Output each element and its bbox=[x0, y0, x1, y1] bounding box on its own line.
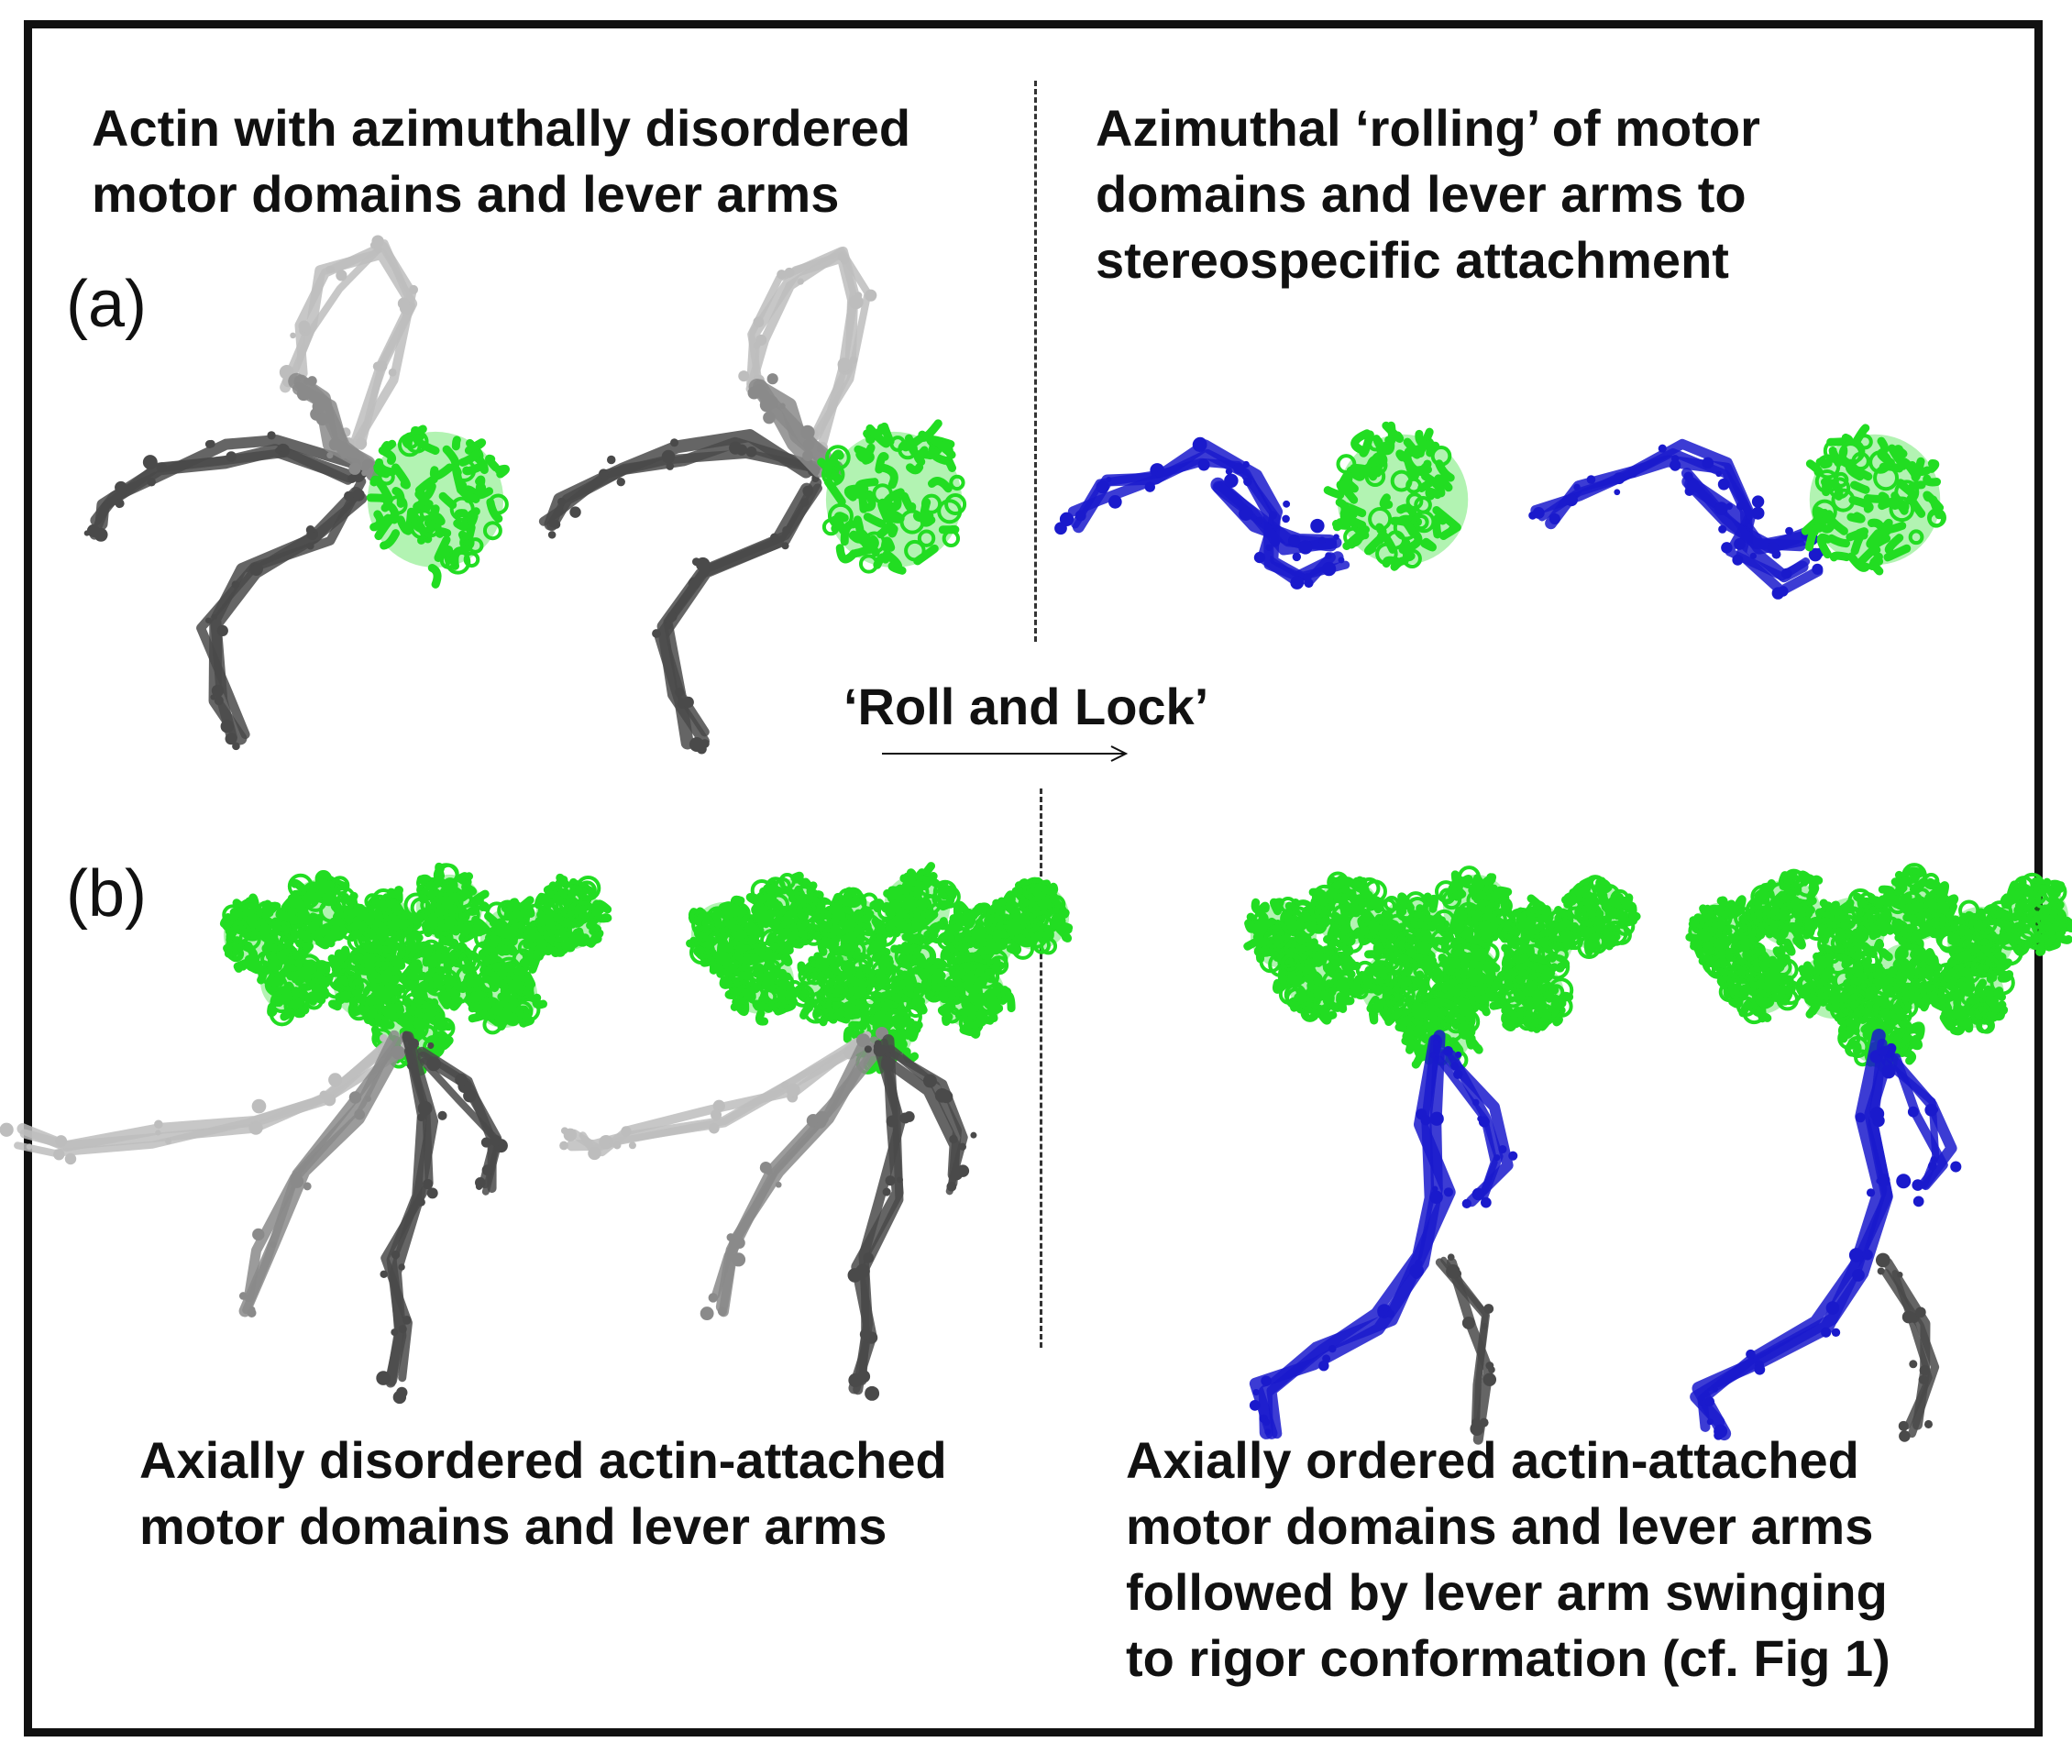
bottom-divider bbox=[1040, 788, 1042, 1348]
lever-arm-dark bbox=[406, 1042, 508, 1196]
top-right-caption: Azimuthal ‘rolling’ of motor domains and… bbox=[1096, 99, 1760, 289]
panel-a-right-structure bbox=[538, 246, 967, 755]
actin-monomer bbox=[366, 424, 510, 589]
myosin-head-ordered bbox=[1210, 468, 1342, 562]
actin-monomer bbox=[817, 419, 967, 575]
bottom-right-caption: Axially ordered actin-attached motor dom… bbox=[1126, 1431, 1890, 1687]
myosin-head-ordered bbox=[1054, 436, 1350, 590]
panel-a-label: (a) bbox=[66, 268, 147, 341]
lever-arm-light bbox=[0, 1033, 412, 1165]
lever-arm-dark bbox=[376, 1031, 447, 1405]
panel-b-left-structure bbox=[0, 862, 612, 1405]
lever-arm-dark bbox=[873, 1042, 977, 1196]
myosin-lever-ordered bbox=[1436, 1049, 1518, 1208]
actin-filament bbox=[1685, 863, 2072, 1074]
lever-arm-dark bbox=[538, 429, 821, 539]
panel-a-left-structure bbox=[83, 235, 510, 751]
top-left-caption: Actin with azimuthally disordered motor … bbox=[92, 99, 911, 223]
myosin-lever-ordered bbox=[1249, 1030, 1456, 1439]
myosin-lever-ordered bbox=[1690, 1029, 1897, 1441]
lever-arm-light bbox=[279, 235, 419, 457]
actin-monomer bbox=[1801, 424, 1946, 576]
myosin-head-ordered bbox=[1681, 468, 1819, 559]
lever-arm-dark bbox=[83, 431, 375, 542]
panel-b-right-structure bbox=[559, 862, 1074, 1401]
myosin-lever-ordered bbox=[1869, 1046, 1962, 1207]
actin-filament bbox=[686, 862, 1074, 1075]
lever-arm-dark bbox=[196, 474, 368, 751]
lever-arm-light bbox=[559, 1031, 874, 1161]
top-divider bbox=[1034, 81, 1037, 642]
lever-arm-dark bbox=[847, 1034, 915, 1401]
panel-b-label: (b) bbox=[66, 857, 147, 931]
lever-arm-dark bbox=[652, 474, 822, 755]
lever-arm-dark bbox=[1435, 1253, 1497, 1445]
bottom-left-caption: Axially disordered actin-attached motor … bbox=[139, 1431, 947, 1555]
myosin-head-ordered bbox=[1528, 438, 1824, 600]
lever-arm-light bbox=[738, 246, 877, 454]
lever-arm-dark bbox=[1875, 1252, 1940, 1442]
actin-monomer bbox=[1323, 421, 1469, 571]
lever-arm-mid bbox=[700, 1026, 888, 1320]
panel-b-ordered-right-structure bbox=[1685, 863, 2072, 1442]
panel-b-ordered-left-structure bbox=[1243, 865, 1641, 1445]
actin-filament bbox=[1243, 865, 1641, 1071]
roll-and-lock-label: ‘Roll and Lock’ bbox=[843, 678, 1209, 735]
panel-a-ordered-right-structure bbox=[1528, 424, 1946, 600]
panel-a-ordered-left-structure bbox=[1054, 421, 1469, 590]
